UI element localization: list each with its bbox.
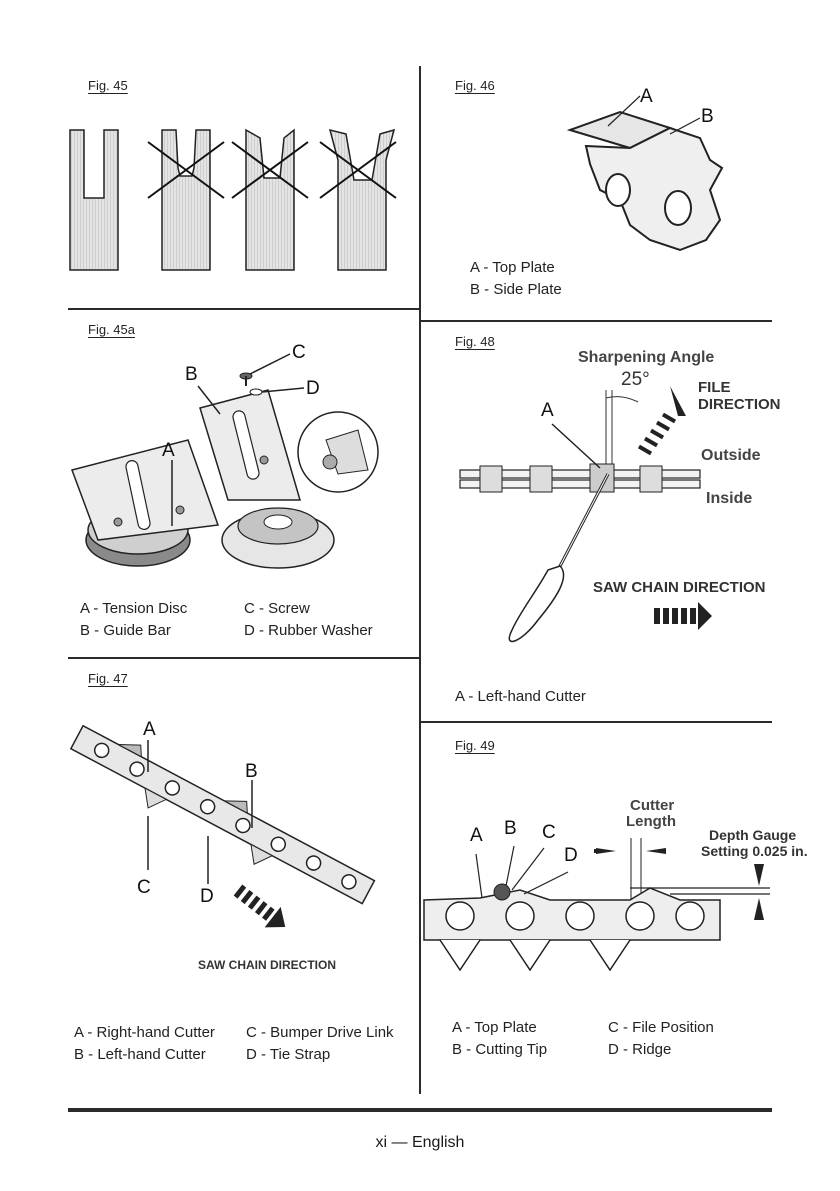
fig49-legend-b: B - Cutting Tip <box>452 1041 548 1058</box>
page-footer: xi — English <box>375 1134 465 1151</box>
fig46-drawing <box>566 95 724 252</box>
fig47-drawing <box>69 724 376 928</box>
fig47-label: Fig. 47 <box>88 671 128 686</box>
chain-top-view <box>459 463 701 493</box>
fig45a-legend-c: C - Screw <box>244 600 310 617</box>
fig47-saw-chain-direction: SAW CHAIN DIRECTION <box>198 958 336 972</box>
incorrect-bar-profile-1 <box>147 129 225 271</box>
fig49-callout-a: A <box>470 825 483 846</box>
fig46-callout-b: B <box>701 106 714 127</box>
file-direction-arrow <box>637 386 686 456</box>
fig48-drawing <box>459 386 712 643</box>
fig45-label: Fig. 45 <box>88 78 128 93</box>
fig48-saw-chain-direction: SAW CHAIN DIRECTION <box>593 579 766 596</box>
divider-fig45 <box>68 308 420 310</box>
fig47-callout-a: A <box>143 719 156 740</box>
chain-side-view <box>69 724 376 905</box>
correct-bar-profile <box>69 129 119 271</box>
fig48-callout-a: A <box>541 400 554 421</box>
inside-label: Inside <box>706 490 753 507</box>
incorrect-bar-profile-3 <box>319 128 397 271</box>
fig47-legend-b: B - Left-hand Cutter <box>74 1046 206 1063</box>
angle-value: 25° <box>621 369 650 390</box>
fig45a-callout-c: C <box>292 342 306 363</box>
fig49-legend-d: D - Ridge <box>608 1041 672 1058</box>
fig46-legend-a: A - Top Plate <box>470 259 555 276</box>
fig49-callout-d: D <box>564 845 578 866</box>
center-divider <box>419 66 421 1094</box>
fig49-label: Fig. 49 <box>455 738 495 753</box>
saw-chain-direction-arrow-47 <box>233 884 286 928</box>
fig49-legend-a: A - Top Plate <box>452 1019 537 1036</box>
file-direction-label-1: FILE <box>698 379 731 396</box>
fig45a-legend-d: D - Rubber Washer <box>244 622 373 639</box>
chain-profile <box>423 883 721 972</box>
depth-gauge-label-2: Setting 0.025 in. <box>701 843 808 859</box>
fig45a-callout-b: B <box>185 364 198 385</box>
fig48-label: Fig. 48 <box>455 334 495 349</box>
fig45a-label: Fig. 45a <box>88 322 135 337</box>
sharpening-angle-label: Sharpening Angle <box>578 349 715 366</box>
fig45a-legend-b: B - Guide Bar <box>80 622 171 639</box>
outside-label: Outside <box>701 447 761 464</box>
depth-gauge-label-1: Depth Gauge <box>709 827 797 843</box>
fig47-legend-c: C - Bumper Drive Link <box>246 1024 394 1041</box>
fig47-callout-b: B <box>245 761 258 782</box>
divider-fig45a <box>68 657 420 659</box>
fig45a-callout-a: A <box>162 440 175 461</box>
fig47-legend-a: A - Right-hand Cutter <box>74 1024 215 1041</box>
cutter-length-label-2: Length <box>626 813 676 830</box>
fig47-callout-d: D <box>200 886 214 907</box>
fig46-label: Fig. 46 <box>455 78 495 93</box>
divider-fig48 <box>420 721 772 723</box>
fig47-callout-c: C <box>137 877 151 898</box>
fig49-callout-c: C <box>542 822 556 843</box>
fig46-callout-a: A <box>640 86 653 107</box>
fig45-drawing <box>69 128 397 271</box>
fig49-drawing <box>423 838 770 972</box>
saw-chain-direction-arrow-48 <box>654 602 712 630</box>
fig48-legend-a: A - Left-hand Cutter <box>455 688 586 705</box>
fig47-legend-d: D - Tie Strap <box>246 1046 331 1063</box>
fig45a-callout-d: D <box>306 378 320 399</box>
fig46-legend-b: B - Side Plate <box>470 281 562 298</box>
fig45a-drawing <box>71 353 379 569</box>
file-direction-label-2: DIRECTION <box>698 396 781 413</box>
bottom-rule <box>68 1108 772 1112</box>
fig49-callout-b: B <box>504 818 517 839</box>
fig45a-legend-a: A - Tension Disc <box>80 600 188 617</box>
incorrect-bar-profile-2 <box>231 128 309 271</box>
divider-fig46 <box>420 320 772 322</box>
cutter-length-label-1: Cutter <box>630 797 675 814</box>
fig49-legend-c: C - File Position <box>608 1019 714 1036</box>
